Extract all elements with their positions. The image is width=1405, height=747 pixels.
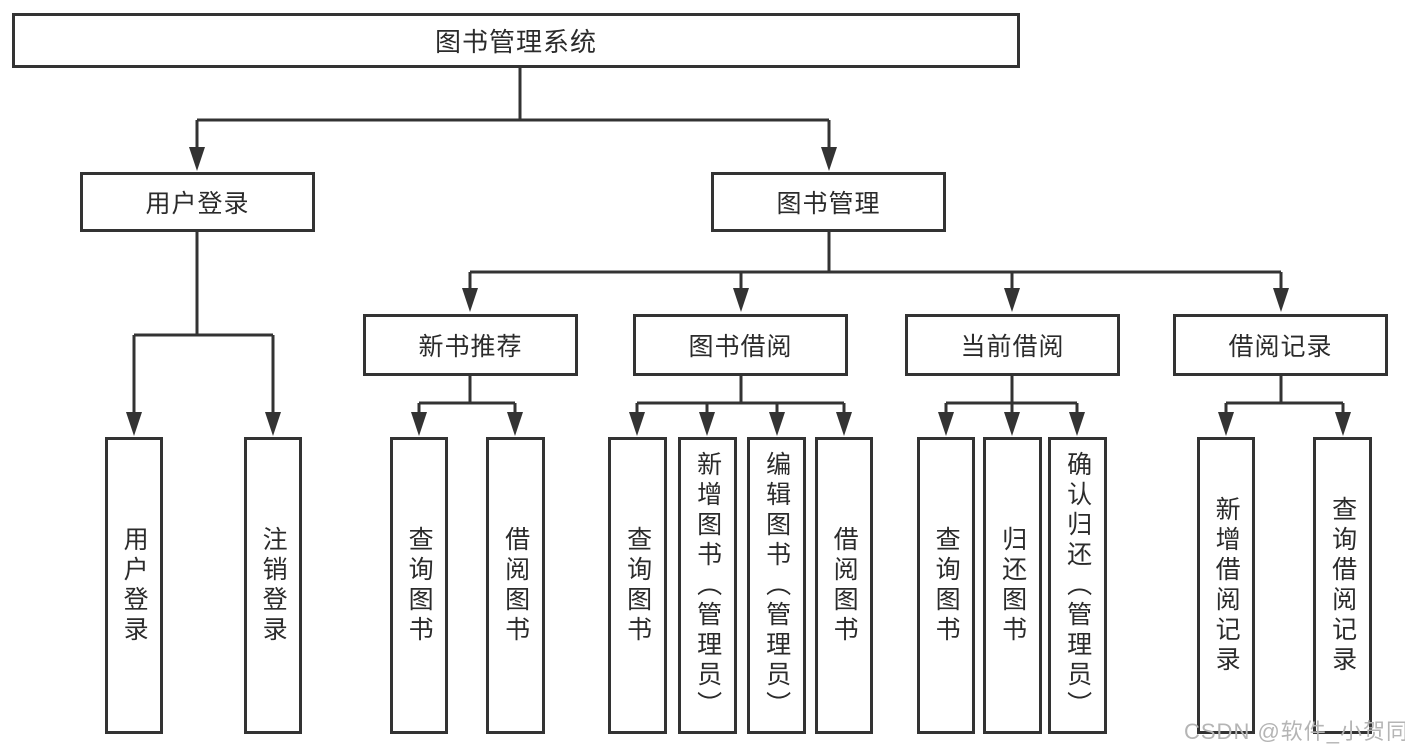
- node-label: 新增借阅记录: [1212, 495, 1241, 676]
- arrowhead: [1273, 288, 1289, 312]
- arrowhead: [629, 412, 645, 436]
- node-label: 借阅记录: [1228, 333, 1333, 361]
- leaf-logout: 注销登录: [244, 437, 302, 734]
- arrowheads: [126, 147, 1351, 436]
- node-label: 图书管理: [776, 190, 881, 218]
- node-label: 确认归还（管理员）: [1063, 450, 1092, 721]
- arrowhead: [1335, 412, 1351, 436]
- arrowhead: [1004, 412, 1020, 436]
- node-label: 借阅图书: [501, 525, 530, 646]
- leaf-query-books-recommend: 查询图书: [390, 437, 448, 734]
- node-borrowing-records: 借阅记录: [1173, 314, 1388, 376]
- arrowhead: [462, 288, 478, 312]
- node-label: 编辑图书（管理员）: [762, 450, 791, 721]
- leaf-borrow-books: 借阅图书: [815, 437, 873, 734]
- node-current-borrowing: 当前借阅: [905, 314, 1120, 376]
- node-user-login: 用户登录: [80, 172, 315, 232]
- node-label: 查询图书: [405, 525, 434, 646]
- arrowhead: [1004, 288, 1020, 312]
- leaf-confirm-return-admin: 确认归还（管理员）: [1048, 437, 1107, 734]
- node-library-management-system: 图书管理系统: [12, 13, 1020, 68]
- arrowhead: [126, 412, 142, 436]
- node-label: 图书借阅: [688, 333, 793, 361]
- leaf-borrow-books-recommend: 借阅图书: [486, 437, 545, 734]
- node-label: 用户登录: [145, 190, 250, 218]
- node-book-borrowing: 图书借阅: [633, 314, 848, 376]
- arrowhead: [1218, 412, 1234, 436]
- node-label: 借阅图书: [830, 525, 859, 646]
- node-label: 新书推荐: [418, 333, 523, 361]
- leaf-edit-books-admin: 编辑图书（管理员）: [747, 437, 806, 734]
- leaf-query-books-current: 查询图书: [917, 437, 975, 734]
- arrowhead: [938, 412, 954, 436]
- node-label: 查询图书: [932, 525, 961, 646]
- leaf-return-books: 归还图书: [983, 437, 1042, 734]
- node-label: 查询图书: [623, 525, 652, 646]
- arrowhead: [411, 412, 427, 436]
- node-label: 当前借阅: [960, 333, 1065, 361]
- csdn-watermark: CSDN @软件_小贺同学: [1184, 719, 1405, 744]
- node-label: 图书管理系统: [434, 27, 597, 57]
- arrowhead: [733, 288, 749, 312]
- leaf-query-books-borrow: 查询图书: [608, 437, 667, 734]
- node-label: 归还图书: [998, 525, 1027, 646]
- arrowhead: [1069, 412, 1085, 436]
- leaf-query-borrow-record: 查询借阅记录: [1313, 437, 1372, 734]
- arrowhead: [836, 412, 852, 436]
- node-new-book-recommendation: 新书推荐: [363, 314, 578, 376]
- node-book-management: 图书管理: [711, 172, 946, 232]
- node-label: 查询借阅记录: [1328, 495, 1357, 676]
- arrowhead: [507, 412, 523, 436]
- node-label: 注销登录: [259, 525, 288, 646]
- leaf-user-login: 用户登录: [105, 437, 163, 734]
- arrowhead: [189, 147, 205, 171]
- node-label: 新增图书（管理员）: [693, 450, 722, 721]
- arrowhead: [769, 412, 785, 436]
- node-label: 用户登录: [120, 525, 149, 646]
- leaf-add-borrow-record: 新增借阅记录: [1197, 437, 1255, 734]
- arrowhead: [699, 412, 715, 436]
- arrowhead: [265, 412, 281, 436]
- arrowhead: [821, 147, 837, 171]
- leaf-add-books-admin: 新增图书（管理员）: [678, 437, 737, 734]
